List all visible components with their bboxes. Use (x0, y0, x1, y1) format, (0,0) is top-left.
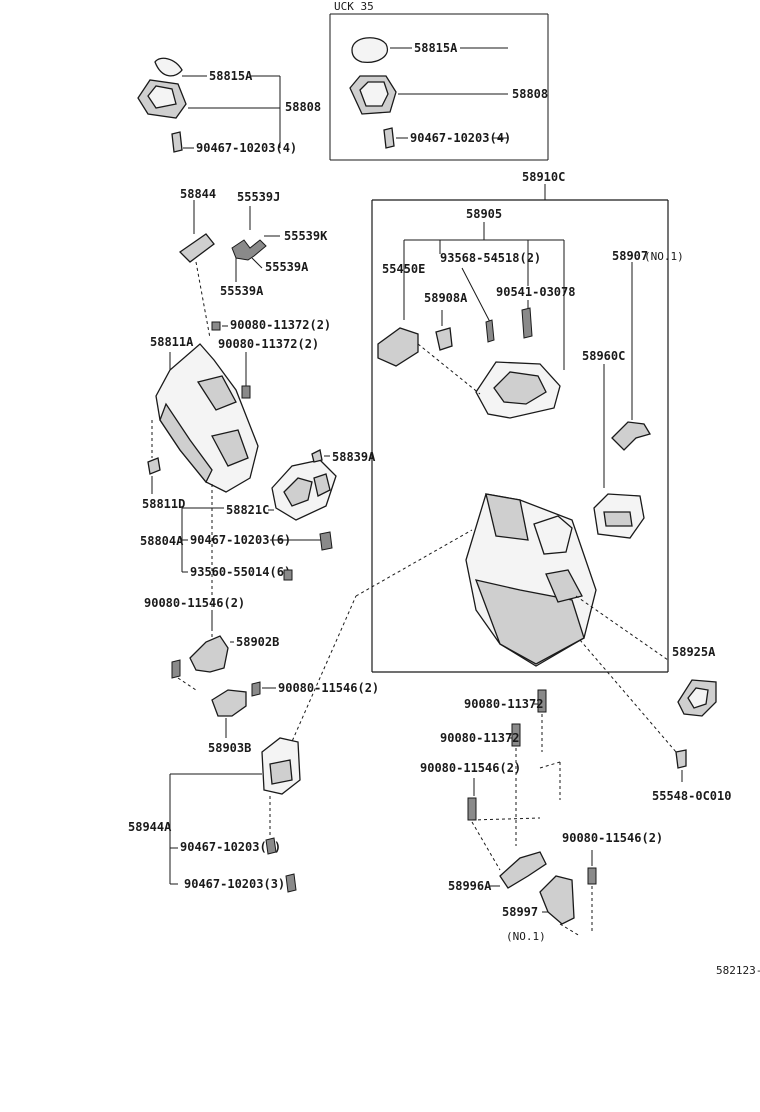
label-58811d: 58811D (142, 497, 185, 511)
bracket-58997-shape (539, 875, 575, 925)
boot-bezel-inner-shape (147, 85, 177, 109)
label-58996a: 58996A (448, 879, 492, 893)
label-90541-03078: 90541-03078 (496, 285, 575, 299)
label-58960c: 58960C (582, 349, 625, 363)
label-58905: 58905 (466, 207, 502, 221)
inset-tag: UCK 35 (334, 0, 374, 13)
bolt-93568-icon (485, 319, 495, 343)
label-58844: 58844 (180, 187, 216, 201)
label-90080-11546-c: 90080-11546(2) (420, 761, 521, 775)
label-90080-11372-a: 90080-11372(2) (230, 318, 331, 332)
label-55548-0c010: 55548-0C010 (652, 789, 731, 803)
label-58944a: 58944A (128, 820, 172, 834)
label-55539a-1: 55539A (265, 260, 309, 274)
label-90467-inset: 90467-10203(4) (410, 131, 511, 145)
label-90467-10203-2: 90467-10203(2) (180, 840, 281, 854)
label-58815a-top: 58815A (209, 69, 253, 83)
label-58808-top: 58808 (285, 100, 321, 114)
label-58905-leaders (403, 222, 565, 370)
label-90080-11546-d: 90080-11546(2) (562, 831, 663, 845)
label-58903b: 58903B (208, 741, 251, 755)
bracket-58996a-shape (499, 851, 547, 889)
label-90080-11372-d: 90080-11372 (440, 731, 519, 745)
bolt-90541-icon (521, 307, 533, 339)
label-58997: 58997 (502, 905, 538, 919)
screw-90467-3-icon (285, 873, 297, 893)
label-58908a: 58908A (424, 291, 468, 305)
console-lower-opening-shape (196, 375, 237, 411)
screw-90080-b-icon (241, 385, 251, 399)
console-assembly-frame (371, 184, 669, 673)
screw-90467-6-icon (319, 531, 333, 551)
label-58997-note: (NO.1) (506, 930, 546, 943)
bolt-90080-11372-d-icon (511, 723, 521, 747)
label-55539j: 55539J (237, 190, 280, 204)
clip-58908a-shape (435, 327, 453, 351)
label-55450e: 55450E (382, 262, 425, 276)
console-grip-shape (545, 569, 583, 603)
label-58907-note: (NO.1) (644, 250, 684, 263)
label-55539k: 55539K (284, 229, 328, 243)
inset-screw-icon (383, 127, 395, 149)
label-58902b: 58902B (236, 635, 279, 649)
label-58839a: 58839A (332, 450, 376, 464)
inset-box: UCK 35 (329, 0, 549, 161)
switch-55539-group-shape (231, 239, 267, 261)
label-58815a-inset: 58815A (414, 41, 458, 55)
label-93568-54518: 93568-54518(2) (440, 251, 541, 265)
diagram-reference-code: 582123-D (716, 964, 760, 977)
nut-93560-icon (283, 569, 293, 581)
ashtray-inner-shape (603, 511, 633, 527)
top-left-boot-group (137, 57, 281, 153)
bolt-58902b-icon (171, 659, 181, 679)
label-90467-10203-6: 90467-10203(6) (190, 533, 291, 547)
console-body-group (465, 493, 669, 667)
screw-icon (171, 131, 183, 153)
holder-58821c-cup2-shape (313, 473, 331, 497)
switch-55450e-shape (377, 327, 419, 367)
label-58907: 58907 (612, 249, 648, 263)
bracket-58902b-shape (189, 635, 229, 673)
panel-58944a-inner-shape (269, 759, 293, 785)
bracket-58903b-shape (211, 689, 247, 717)
console-body-top-shape (485, 493, 529, 541)
label-93560-55014: 93560-55014(6) (190, 565, 291, 579)
label-90080-11546-a: 90080-11546(2) (144, 596, 245, 610)
switch-58844-shape (178, 233, 215, 263)
bolt-90080-11546-c-icon (467, 797, 477, 821)
console-lower-pocket-shape (211, 429, 249, 467)
label-58804a: 58804A (140, 534, 184, 548)
clip-55548-icon (675, 749, 687, 769)
console-cupholder-shape (533, 515, 573, 555)
label-58910c: 58910C (522, 170, 565, 184)
label-90080-11372-b: 90080-11372(2) (218, 337, 319, 351)
label-58811a: 58811A (150, 335, 194, 349)
holder-58821c-cup-shape (283, 477, 313, 507)
label-58925a: 58925A (672, 645, 716, 659)
boot-cover-shape (154, 57, 183, 77)
bolt-90080-11372-c-icon (537, 689, 547, 713)
inset-bezel-inner-shape (359, 81, 389, 107)
screw-90467-2-icon (265, 837, 277, 855)
label-58808-inset: 58808 (512, 87, 548, 101)
bezel-58925a-inner-shape (687, 687, 709, 709)
clip-58811d-icon (147, 457, 161, 475)
clip-58839a-icon (311, 449, 323, 463)
screw-90080-a-icon (211, 321, 221, 331)
console-top-group (377, 307, 561, 419)
label-90467-top: 90467-10203(4) (196, 141, 297, 155)
bracket-58907-shape (611, 421, 651, 451)
bolt-90080-b-icon (251, 681, 261, 697)
console-lower-side-shape (159, 402, 213, 484)
inset-cover-shape (351, 37, 388, 63)
label-90080-11546-b: 90080-11546(2) (278, 681, 379, 695)
label-90080-11372-c: 90080-11372 (464, 697, 543, 711)
label-90467-10203-3: 90467-10203(3) (184, 877, 285, 891)
label-58821c: 58821C (226, 503, 269, 517)
console-top-opening-shape (493, 371, 547, 405)
bolt-90080-11546-d-icon (587, 867, 597, 885)
label-55539a-2: 55539A (220, 284, 264, 298)
